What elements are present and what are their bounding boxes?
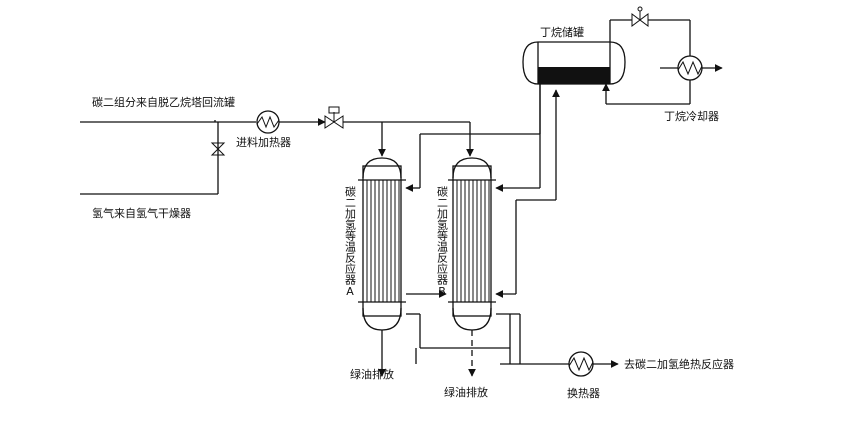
label-feed-c2: 碳二组分来自脱乙烷塔回流罐 <box>92 95 235 109</box>
label-feed-heater: 进料加热器 <box>236 135 291 149</box>
label-butane-cooler: 丁烷冷却器 <box>664 109 719 123</box>
hydrogen-valve-icon <box>210 142 226 156</box>
reactor-a-vessel <box>358 157 406 331</box>
cooler-valve-icon <box>631 6 649 27</box>
heat-exchanger-icon <box>568 351 594 377</box>
label-butane-tank: 丁烷储罐 <box>540 25 584 39</box>
butane-cooler-icon <box>677 55 703 81</box>
label-reactor-a: 碳二加氢等温反应器A <box>344 185 357 298</box>
label-heat-exchanger: 换热器 <box>567 386 600 400</box>
reactor-b-vessel <box>448 157 496 331</box>
label-feed-h2: 氢气来自氢气干燥器 <box>92 206 191 220</box>
label-green-oil-b: 绿油排放 <box>444 385 488 399</box>
feed-h2-line <box>80 122 219 195</box>
control-valve-icon <box>324 106 344 129</box>
label-reactor-b: 碳二加氢等温反应器B <box>436 185 449 298</box>
feed-c2-line <box>80 120 216 123</box>
butane-tank-vessel <box>522 41 626 85</box>
label-outlet: 去碳二加氢绝热反应器 <box>624 357 734 371</box>
label-green-oil-a: 绿油排放 <box>350 367 394 381</box>
feed-heater-icon <box>256 110 280 134</box>
